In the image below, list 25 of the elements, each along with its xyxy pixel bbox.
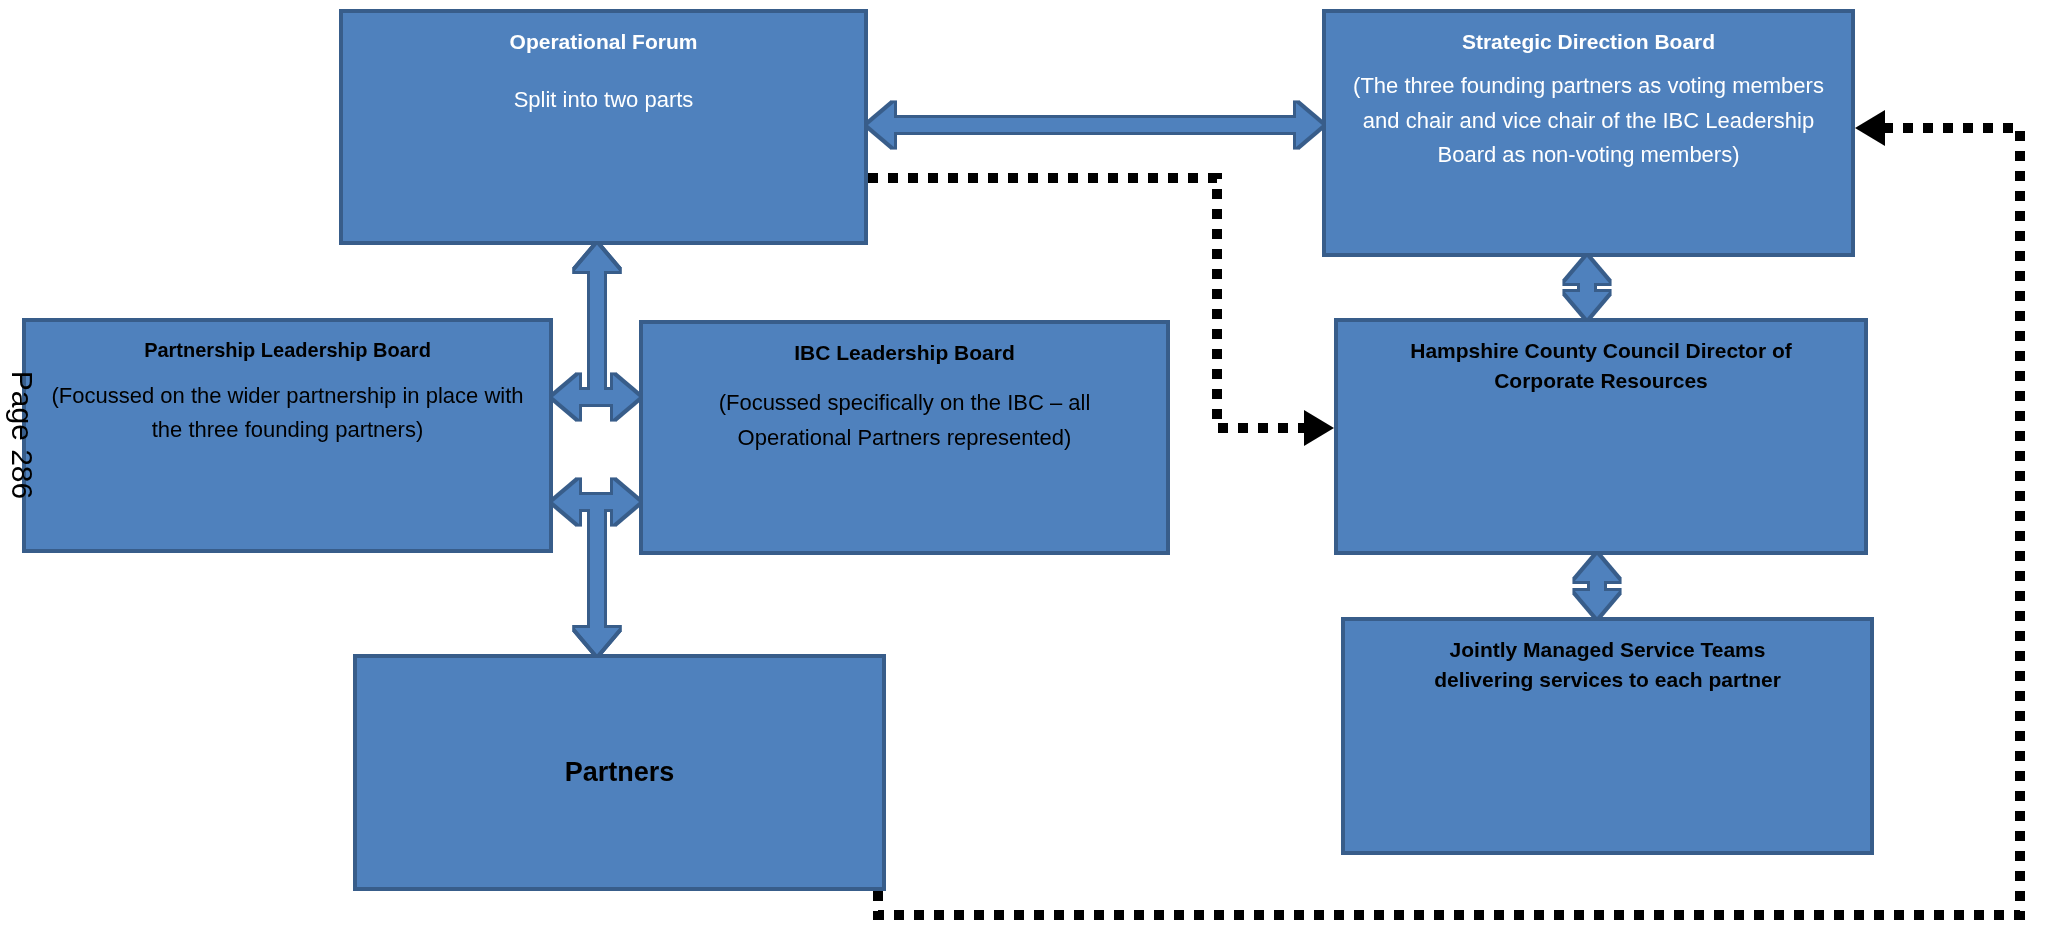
box-title: Hampshire County Council Director of Corporate Resources [1409,338,1793,395]
box-title: Partners [564,755,675,789]
block-arrow [1565,257,1609,318]
block-arrow [575,245,639,419]
box-title: Strategic Direction Board [1461,29,1716,55]
dotted-arrow [868,173,1334,446]
box-title: Operational Forum [509,29,698,55]
box-description: (Focussed specifically on the IBC – all Operational Partners represented) [717,389,1092,452]
process-box [1341,617,1874,855]
box-title: IBC Leadership Board [794,340,1015,366]
block-arrow [868,103,1322,147]
box-title: Jointly Managed Service Teams delivering services to each partner [1433,637,1782,694]
process-box [1334,318,1868,555]
box-description: Split into two parts [513,86,694,115]
page-number: Page 286 [5,370,40,500]
box-description: (The three founding partners as voting members and chair and vice chair of the IBC Leadership Board as non-voting members) [1352,72,1825,169]
process-box [353,654,886,891]
box-description: (Focussed on the wider partnership in place with the three founding partners) [50,382,525,445]
block-arrow [575,480,639,654]
block-arrow [1575,555,1619,617]
process-box [639,320,1170,555]
box-title: Partnership Leadership Board [144,338,431,363]
process-box [339,9,868,245]
process-box [1322,9,1855,257]
dotted-arrow [873,110,2025,920]
